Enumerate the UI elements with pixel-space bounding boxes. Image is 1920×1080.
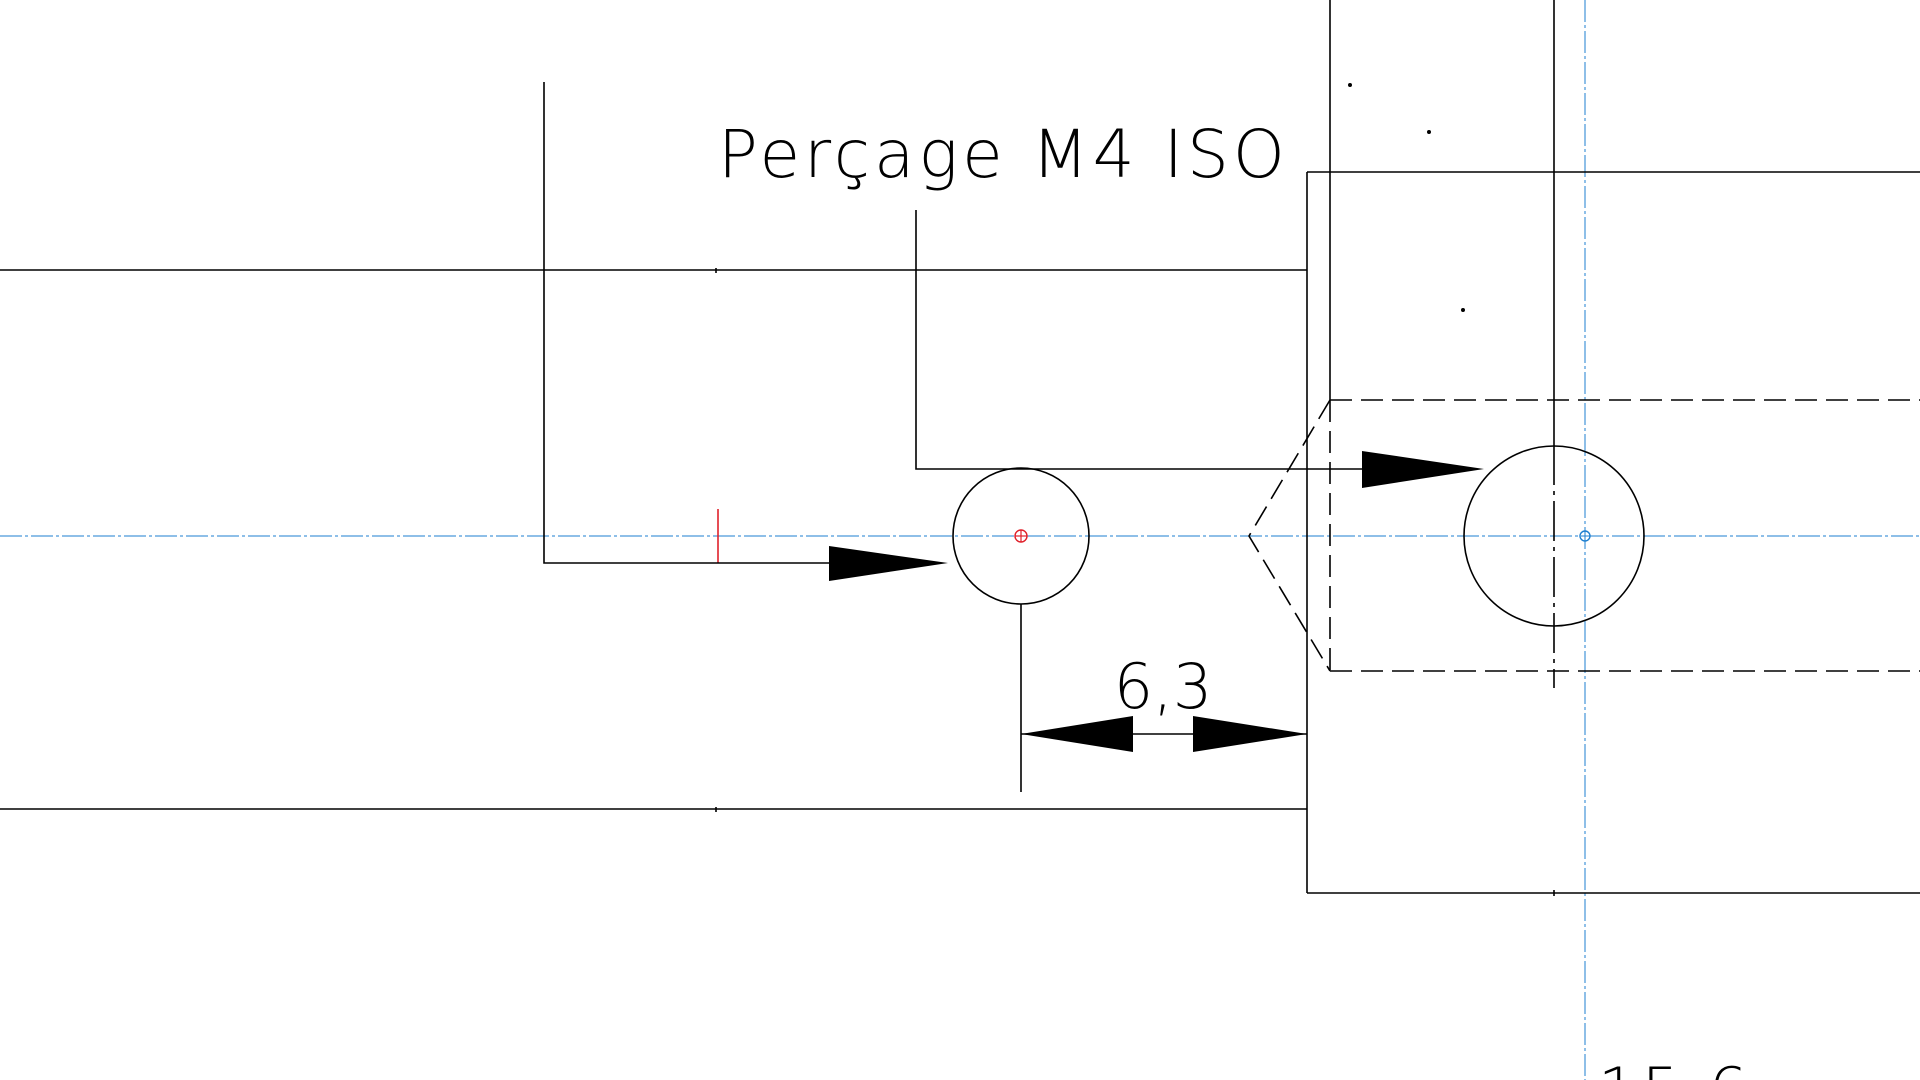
- leaders: [543, 82, 1364, 564]
- dimension-arrowhead-left: [1021, 716, 1133, 752]
- drill-note-leader-line: [915, 210, 1364, 470]
- block-dot-3: [1461, 307, 1466, 312]
- block-dot-1: [1348, 83, 1353, 88]
- drill-note-arrowhead: [1362, 451, 1484, 488]
- dimension-6-3: 6,3: [1020, 604, 1307, 792]
- left-leader-arrowhead: [829, 546, 948, 581]
- hidden-drill-hole: [1248, 399, 1920, 672]
- right-hole: [1463, 445, 1645, 627]
- dimension-arrowhead-right: [1193, 716, 1307, 752]
- right-hole-center-marker: [1579, 530, 1591, 542]
- block-dot-2: [1427, 130, 1432, 135]
- drill-point-cone: [1248, 399, 1331, 672]
- drill-note-text: Perçage M4 ISO: [718, 116, 1289, 193]
- right-block: [1307, 0, 1920, 896]
- dimension-text-mask: [1133, 650, 1193, 730]
- left-shaft: [0, 172, 1308, 893]
- dimension-value-text: 6,3: [1114, 650, 1213, 723]
- point-markers: [717, 509, 1591, 563]
- partial-dimension-text: 15,6: [1598, 1054, 1752, 1080]
- left-leader-line: [543, 82, 838, 564]
- leader-arrowheads: [829, 451, 1484, 581]
